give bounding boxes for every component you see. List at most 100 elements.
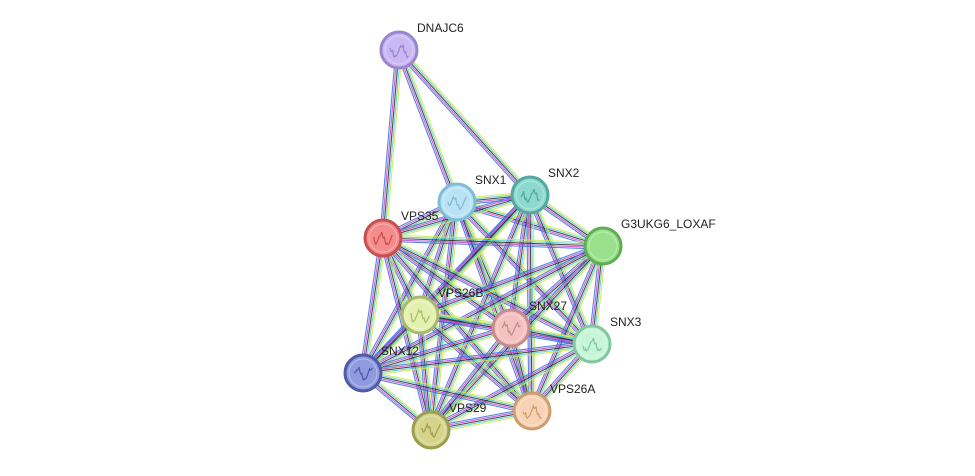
edge-line (396, 50, 457, 203)
node-circle[interactable] (583, 226, 623, 266)
edge-line (429, 340, 591, 428)
edge-line (362, 343, 593, 374)
node-label: VPS26B (438, 286, 483, 300)
edge-line (362, 325, 511, 372)
edge-line (395, 50, 455, 204)
edge-line (419, 245, 604, 316)
edge-line (364, 238, 386, 374)
node-circle[interactable] (491, 308, 531, 348)
node-highlight (348, 358, 378, 388)
edge-line (418, 242, 603, 313)
node-dnajc6[interactable]: DNAJC6 (379, 21, 464, 70)
node-highlight (405, 300, 435, 330)
node-highlight (496, 313, 526, 343)
node-snx2[interactable]: SNX2 (510, 166, 580, 215)
edge-line (431, 344, 594, 432)
protein-structure-icon (522, 404, 542, 419)
edge-line (430, 327, 512, 431)
node-highlight (416, 415, 446, 445)
protein-structure-icon (410, 308, 430, 323)
protein-structure-icon (501, 320, 521, 336)
node-label: SNX27 (529, 299, 567, 313)
edge-SNX12-VPS26A (362, 369, 533, 415)
edge-line (383, 235, 604, 245)
node-highlight (368, 223, 398, 253)
edge-line (433, 329, 514, 433)
node-vps26a[interactable]: VPS26A (512, 382, 595, 431)
edge-line (429, 342, 592, 430)
node-highlight (588, 231, 618, 261)
node-label: DNAJC6 (417, 21, 464, 35)
edge-line (363, 345, 593, 376)
edge-line (384, 50, 402, 239)
protein-structure-icon (520, 188, 540, 203)
node-highlight (384, 35, 414, 65)
edge-line (379, 49, 397, 238)
node-label: VPS26A (550, 382, 595, 396)
edge-line (382, 237, 432, 431)
edge-line (365, 203, 461, 375)
node-vps26b[interactable]: VPS26B (400, 286, 483, 335)
edge-line (362, 375, 532, 415)
node-vps35[interactable]: VPS35 (363, 209, 439, 258)
node-label: VPS35 (401, 209, 439, 223)
node-snx27[interactable]: SNX27 (491, 299, 567, 348)
node-snx1[interactable]: SNX1 (437, 173, 507, 222)
edge-line (362, 237, 384, 374)
edge-line (396, 51, 529, 198)
edge-G3UKG6_LOXAF-SNX12 (361, 242, 605, 377)
node-circle[interactable] (343, 353, 383, 393)
edge-line (380, 49, 398, 238)
edge-line (459, 200, 515, 327)
node-snx3[interactable]: SNX3 (572, 315, 642, 364)
protein-structure-icon (373, 231, 393, 246)
edge-line (361, 193, 530, 373)
node-label: G3UKG6_LOXAF (621, 217, 716, 231)
node-highlight (442, 187, 472, 217)
edge-line (365, 238, 387, 374)
edge-line (362, 374, 532, 414)
edge-line (362, 372, 533, 412)
protein-structure-icon (353, 367, 373, 381)
edge-line (361, 324, 511, 371)
edge-line (432, 346, 594, 434)
node-circle[interactable] (572, 324, 612, 364)
edge-line (399, 49, 460, 202)
edge-line (384, 234, 514, 326)
edge-line (382, 237, 604, 247)
edge-line (428, 325, 509, 429)
edge-G3UKG6_LOXAF-VPS26A (528, 244, 607, 413)
edge-line (457, 198, 605, 244)
protein-structure-icon (582, 337, 602, 352)
edge-line (363, 202, 459, 375)
node-g3ukg6_loxaf[interactable]: G3UKG6_LOXAF (583, 217, 716, 266)
node-highlight (577, 329, 607, 359)
edge-line (400, 47, 533, 194)
edge-line (399, 48, 532, 195)
edge-line (531, 245, 604, 412)
edge-line (534, 247, 607, 413)
edge-line (526, 196, 590, 346)
edge-line (419, 243, 603, 315)
edge-line (430, 343, 593, 431)
edge-line (362, 341, 592, 372)
edge-line (532, 246, 605, 412)
edge-line (382, 240, 603, 250)
edge-SNX3-VPS29 (429, 340, 594, 434)
node-snx12[interactable]: SNX12 (343, 344, 419, 393)
node-circle[interactable] (411, 410, 451, 450)
edge-DNAJC6-SNX2 (396, 47, 533, 198)
edge-line (382, 49, 400, 239)
edge-DNAJC6-VPS35 (379, 49, 403, 239)
node-vps29[interactable]: VPS29 (411, 401, 487, 450)
edge-DNAJC6-SNX1 (395, 48, 461, 204)
node-highlight (517, 396, 547, 426)
edge-line (401, 48, 461, 202)
edge-line (431, 328, 513, 432)
edge-line (362, 245, 604, 374)
node-circle[interactable] (400, 295, 440, 335)
edge-line (384, 234, 594, 342)
node-circle[interactable] (510, 175, 550, 215)
node-label: VPS29 (449, 401, 487, 415)
